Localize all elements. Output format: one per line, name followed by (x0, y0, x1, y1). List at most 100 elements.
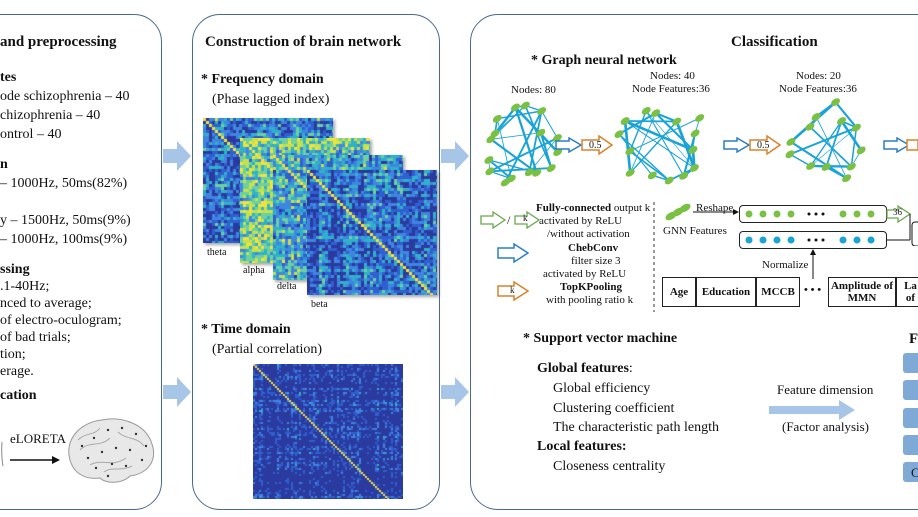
graph-node (536, 128, 546, 137)
graph-node (485, 167, 495, 176)
processing-item: tion; (0, 347, 26, 362)
recording-heading: n (0, 157, 8, 172)
svm-heading: * Support vector machine (523, 331, 678, 346)
processing-item: .1-40Hz; (0, 279, 50, 294)
graph-edge (789, 153, 812, 167)
graph-edge (810, 120, 843, 167)
classification-panel (470, 14, 918, 510)
features20-label: Node Features:36 (779, 83, 857, 95)
fc-k-arrow-icon (514, 211, 540, 229)
feature-bar-4 (903, 435, 918, 455)
graph-edge (815, 116, 848, 179)
normalize-label: Normalize (762, 259, 809, 271)
flow-arrow-2 (163, 377, 191, 407)
concat-lines (886, 214, 918, 246)
brain-icon (68, 418, 154, 483)
processing-item: of electro-oculogram; (0, 313, 122, 328)
graph-edge (497, 110, 542, 120)
nodes80-label: Nodes: 80 (511, 84, 556, 96)
conv-arrow-2 (723, 137, 751, 153)
legend-cheb-line2: filter size 3 (571, 255, 621, 267)
graph-edge (645, 110, 695, 169)
graph-80-nodes (484, 101, 563, 187)
graph-40-nodes (614, 106, 705, 185)
graph-node (520, 101, 530, 110)
pool-ratio-2: 0.5 (757, 140, 770, 151)
graph-edge (490, 138, 538, 174)
band-label-theta: theta (207, 247, 227, 258)
graph-edge (629, 121, 678, 174)
graph-node (846, 162, 856, 171)
freq-heading: * Frequency domain (201, 72, 324, 87)
band-label-beta: beta (311, 299, 328, 310)
graph-node (690, 129, 700, 138)
chebconv-arrow-icon (497, 243, 529, 263)
graph-node (552, 134, 562, 142)
graph-node (553, 148, 563, 157)
graph-edge (840, 120, 863, 152)
flow-arrow-1 (163, 141, 191, 171)
fc-arrow-36 (886, 205, 912, 223)
processing-heading: ssing (0, 262, 30, 277)
graph-edge (515, 107, 542, 134)
conv-arrow-1 (555, 137, 583, 153)
graph-node (532, 168, 542, 177)
pool-arrow-2 (749, 135, 781, 155)
reshape-arrow (693, 209, 739, 215)
feature-bar-1 (903, 353, 918, 373)
graph-edge (494, 105, 526, 134)
graph-edge (629, 110, 647, 152)
graph-node (831, 98, 840, 107)
right-column-last: C (911, 465, 918, 480)
graph-edge (514, 106, 538, 174)
graph-node (689, 164, 699, 172)
legend-slash: / (507, 213, 511, 227)
graph-node (664, 176, 674, 185)
legend-k-fc: k (523, 213, 528, 223)
gnn-features-label: GNN Features (663, 225, 727, 237)
topk-arrow-icon (497, 281, 529, 301)
legend-fc-line2: activated by ReLU (539, 215, 623, 227)
legend-separator (653, 202, 655, 312)
graph-node (625, 168, 635, 177)
local-features-heading: Local features: (537, 439, 627, 454)
pool-arrow-1 (581, 135, 613, 155)
panel2-title: Construction of brain network (205, 34, 402, 50)
graph-edge (654, 112, 694, 151)
participants-heading: tes (0, 70, 17, 85)
graph-node (851, 123, 861, 132)
graph-edge (528, 110, 543, 173)
feature-bar-5 (903, 462, 918, 482)
graph-node (785, 150, 795, 159)
graph-node (546, 164, 556, 172)
graph-node (695, 114, 705, 122)
graph-node (647, 171, 657, 180)
time-heading: * Time domain (201, 322, 291, 337)
normalize-arrow (810, 249, 816, 279)
graph-edge (624, 120, 695, 169)
factor-analysis-label: (Factor analysis) (782, 419, 870, 434)
legend-cheb-bold: ChebConv (568, 242, 619, 254)
graph-node (672, 117, 682, 126)
processing-item: of bad trials; (0, 330, 71, 345)
processing-item: erage. (0, 364, 34, 379)
global-features-colon: : (628, 361, 633, 376)
graph-node (786, 137, 796, 146)
recording-item: y – 1500Hz, 50ms(9%) (0, 213, 131, 228)
right-column-header: F (909, 331, 918, 347)
pool-ratio-1: 0.5 (589, 140, 602, 151)
normalized-dots (745, 236, 875, 244)
graph-edge (789, 126, 857, 156)
graph-node (510, 103, 520, 112)
graph-edge (629, 117, 700, 152)
graph-edge (825, 120, 843, 168)
graph-node (806, 162, 816, 170)
graph-node (500, 178, 510, 187)
feature-bar-2 (903, 380, 918, 400)
global-features-heading: Global features: (537, 361, 633, 377)
graph-edge (541, 110, 558, 139)
graph-edge (529, 137, 558, 173)
pool-arrow-3 (906, 139, 918, 151)
table-cell-latency: La of (896, 277, 918, 307)
gnn-graphs (484, 98, 866, 187)
